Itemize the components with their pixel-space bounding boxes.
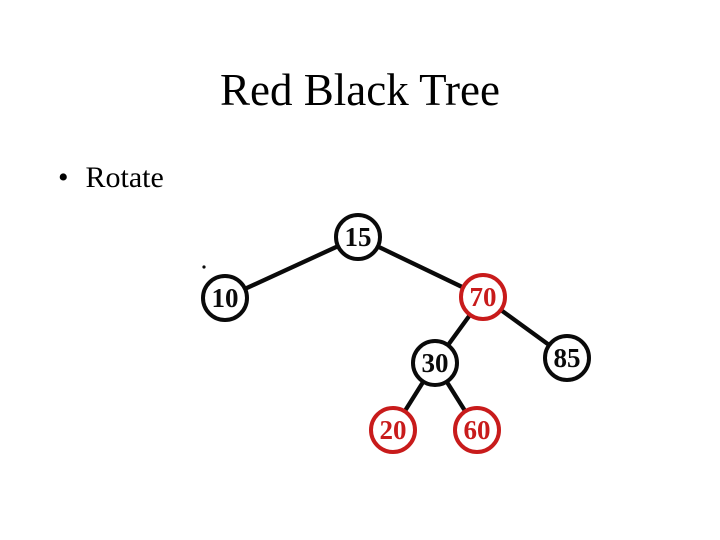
tree-node-10: 10: [201, 274, 249, 322]
stray-dot: [202, 265, 206, 269]
tree-node-label-85: 85: [554, 343, 581, 373]
tree-node-circle-30: [411, 339, 459, 387]
tree-node-70: 70: [459, 273, 507, 321]
slide-title: Red Black Tree: [220, 65, 500, 115]
tree-node-20: 20: [369, 406, 417, 454]
tree-node-circle-60: [453, 406, 501, 454]
bullet-label: Rotate: [85, 161, 164, 194]
tree-node-circle-20: [369, 406, 417, 454]
tree-node-15: 15: [334, 213, 382, 261]
bullet-marker: •: [58, 161, 69, 194]
tree-edge-15-10: [222, 234, 361, 301]
tree-node-60: 60: [453, 406, 501, 454]
tree-node-circle-70: [459, 273, 507, 321]
tree-node-85: 85: [543, 334, 591, 382]
tree-node-circle-85: [543, 334, 591, 382]
bullet-item: • Rotate: [58, 163, 164, 193]
tree-node-label-15: 15: [345, 222, 372, 252]
tree-node-30: 30: [411, 339, 459, 387]
tree-node-circle-15: [334, 213, 382, 261]
tree-node-label-70: 70: [470, 282, 497, 312]
tree-node-label-30: 30: [422, 348, 449, 378]
tree-node-circle-10: [201, 274, 249, 322]
tree-node-label-10: 10: [212, 283, 239, 313]
tree-node-label-60: 60: [464, 415, 491, 445]
tree-node-label-20: 20: [380, 415, 407, 445]
